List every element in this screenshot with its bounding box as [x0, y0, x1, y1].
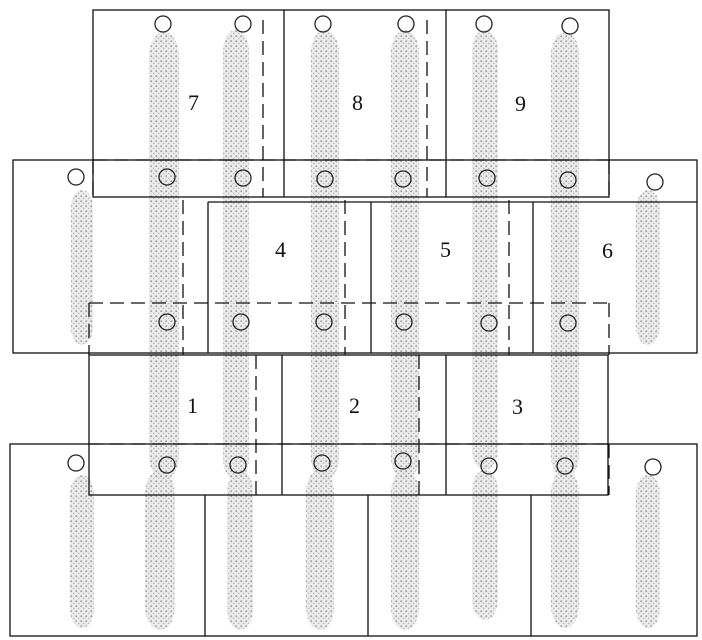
panel-label-6: 6	[602, 238, 613, 263]
panel-label-7: 7	[188, 90, 199, 115]
specimen-strip	[70, 475, 94, 628]
specimen-strip	[472, 470, 498, 620]
panel-label-4: 4	[275, 237, 286, 262]
panel-label-5: 5	[440, 237, 451, 262]
hole-marker	[645, 459, 661, 475]
hole-marker	[155, 16, 171, 32]
specimen-strip	[472, 30, 498, 470]
specimen-strip	[223, 30, 249, 480]
specimen-strip	[636, 190, 660, 345]
specimen-strip	[636, 475, 660, 628]
hole-marker	[647, 174, 663, 190]
specimen-strip	[391, 470, 419, 630]
panel-label-3: 3	[512, 394, 523, 419]
panel-label-2: 2	[349, 393, 360, 418]
panel-frame-row2	[13, 160, 697, 353]
hole-marker	[562, 18, 578, 34]
panel-label-1: 1	[187, 393, 198, 418]
panel-label-8: 8	[352, 90, 363, 115]
hole-marker	[68, 455, 84, 471]
hole-marker	[315, 16, 331, 32]
specimen-strip	[227, 470, 253, 630]
specimen-strip	[145, 470, 175, 630]
specimen-strip	[71, 190, 93, 345]
hole-marker	[398, 16, 414, 32]
specimen-strip	[551, 32, 579, 478]
specimen-strip	[391, 30, 419, 480]
specimen-strip	[306, 470, 334, 630]
specimen-strip	[311, 30, 339, 480]
hole-marker	[68, 169, 84, 185]
panel-label-9: 9	[515, 91, 526, 116]
specimen-strip	[551, 470, 579, 628]
panel-frame-row0	[10, 444, 697, 636]
hole-marker	[235, 16, 251, 32]
specimen-strip	[149, 32, 179, 480]
hole-marker	[476, 16, 492, 32]
